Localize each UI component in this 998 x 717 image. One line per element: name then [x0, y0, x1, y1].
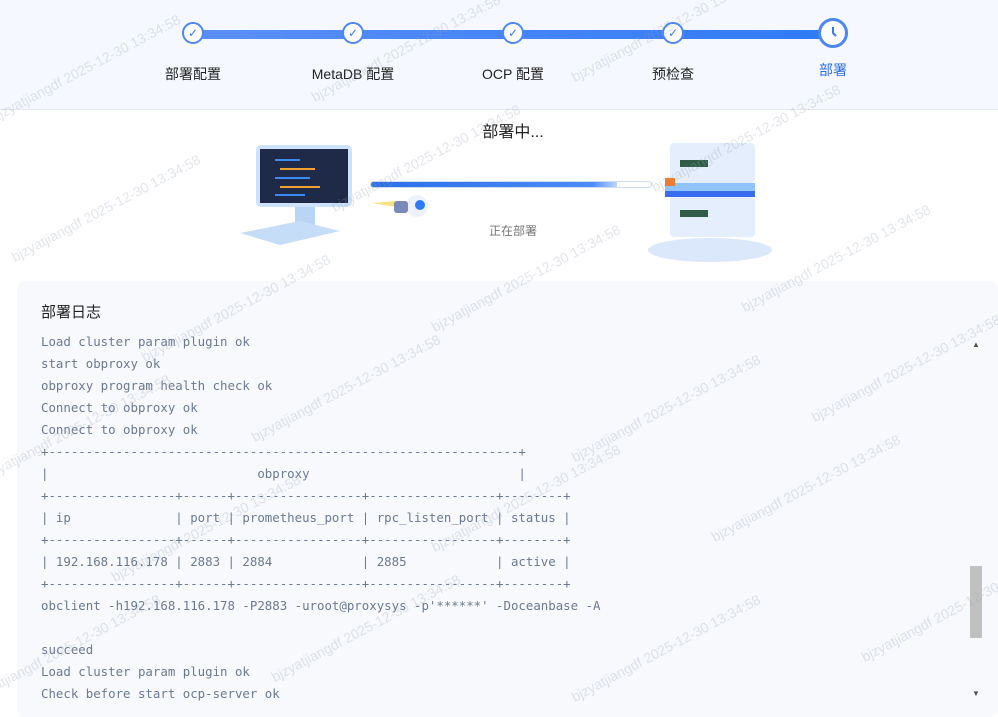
progress-fill — [371, 182, 618, 187]
step-label: 部署 — [819, 62, 847, 78]
deploy-progress-bar — [370, 181, 652, 188]
log-title: 部署日志 — [41, 304, 102, 321]
scroll-up-icon[interactable]: ▲ — [972, 340, 980, 349]
check-icon: ✓ — [662, 22, 684, 44]
steps-bar: ✓ 部署配置 ✓ MetaDB 配置 ✓ OCP 配置 ✓ 预检查 部署 — [0, 0, 998, 110]
server-illustration-icon — [648, 143, 772, 262]
check-icon: ✓ — [182, 22, 204, 44]
log-line: | 192.168.116.178 | 2883 | 2884 | 2885 |… — [41, 554, 571, 569]
log-line: Connect to obproxy ok — [41, 422, 198, 437]
scroll-down-icon[interactable]: ▼ — [972, 689, 980, 698]
step-deploy-config: ✓ 部署配置 — [133, 22, 253, 84]
log-line: +-----------------+------+--------------… — [41, 576, 571, 591]
log-line: | ip | port | prometheus_port | rpc_list… — [41, 510, 571, 525]
log-line: +-----------------+------+--------------… — [41, 532, 571, 547]
log-line: Check before start ocp-server ok — [41, 686, 280, 701]
robot-icon — [372, 195, 428, 217]
step-precheck: ✓ 预检查 — [613, 22, 733, 84]
log-output: Load cluster param plugin ok start obprox… — [41, 331, 961, 701]
log-line: +---------------------------------------… — [41, 444, 526, 459]
step-label: 部署配置 — [165, 66, 221, 82]
log-line: obproxy program health check ok — [41, 378, 273, 393]
step-deploy: 部署 — [773, 18, 893, 80]
log-line: | obproxy | — [41, 466, 526, 481]
log-scrollbar[interactable]: ▲ ▼ — [970, 338, 983, 698]
scrollbar-thumb[interactable] — [970, 566, 982, 638]
computer-illustration-icon — [240, 145, 352, 245]
log-line: obclient -h192.168.116.178 -P2883 -uroot… — [41, 598, 601, 613]
step-label: MetaDB 配置 — [311, 66, 395, 82]
deploy-subtitle: 正在部署 — [488, 224, 537, 238]
check-icon: ✓ — [342, 22, 364, 44]
check-icon: ✓ — [502, 22, 524, 44]
log-line: Load cluster param plugin ok — [41, 334, 250, 349]
log-line: Load cluster param plugin ok — [41, 664, 250, 679]
deploy-log-panel: 部署日志 Load cluster param plugin ok start o… — [17, 281, 998, 717]
step-label: OCP 配置 — [482, 66, 544, 82]
deploy-title: 部署中... — [482, 124, 544, 141]
log-line: +-----------------+------+--------------… — [41, 488, 571, 503]
log-line: Connect to obproxy ok — [41, 400, 198, 415]
clock-icon — [818, 18, 848, 48]
log-line — [41, 617, 961, 639]
log-line: succeed — [41, 642, 94, 657]
step-metadb-config: ✓ MetaDB 配置 — [293, 22, 413, 84]
watermark: bjzyatjiangdf 2025-12-30 13:34:58 — [8, 151, 204, 265]
log-line: start obproxy ok — [41, 356, 161, 371]
step-ocp-config: ✓ OCP 配置 — [453, 22, 573, 84]
step-label: 预检查 — [652, 66, 694, 82]
